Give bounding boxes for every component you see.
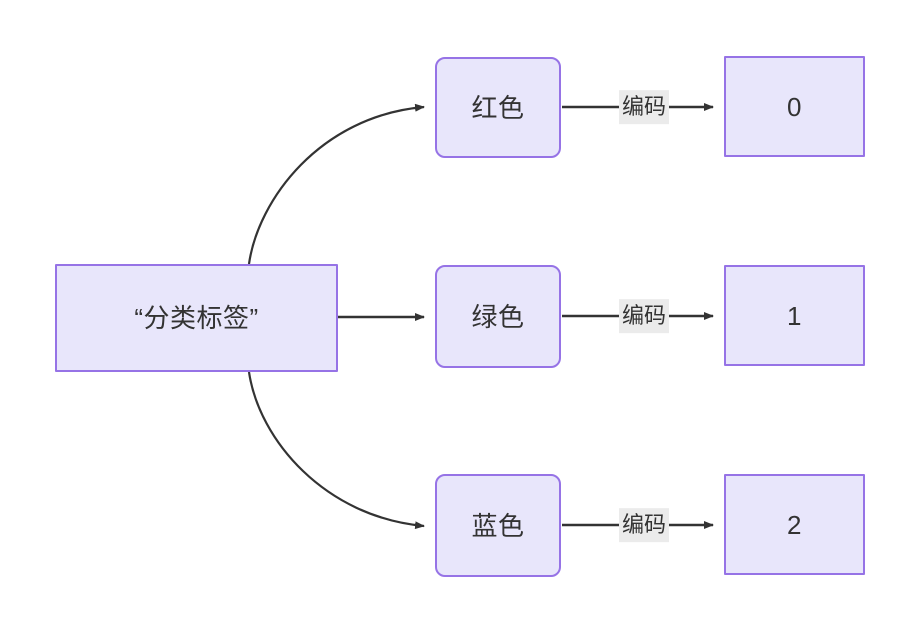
node-category-red[interactable]: 红色 xyxy=(435,57,561,158)
node-category-red-text: 红色 xyxy=(471,92,525,123)
edge-label-encode-2: 编码 xyxy=(618,508,670,542)
edge-source-to-blue xyxy=(247,371,425,530)
node-code-2-text: 2 xyxy=(787,509,802,540)
node-category-green[interactable]: 绿色 xyxy=(435,265,561,368)
node-code-2[interactable]: 2 xyxy=(724,474,865,575)
node-category-blue[interactable]: 蓝色 xyxy=(435,474,561,577)
node-source-text: “分类标签” xyxy=(134,303,259,333)
node-category-blue-text: 蓝色 xyxy=(471,510,525,541)
node-code-0[interactable]: 0 xyxy=(724,56,865,157)
node-code-0-text: 0 xyxy=(787,91,802,122)
edge-source-to-red xyxy=(247,103,425,265)
node-code-1-text: 1 xyxy=(787,300,802,331)
edge-label-encode-0: 编码 xyxy=(618,90,670,124)
node-code-1[interactable]: 1 xyxy=(724,265,865,366)
node-source-label[interactable]: “分类标签” xyxy=(55,264,338,372)
node-category-green-text: 绿色 xyxy=(471,301,525,332)
edge-label-encode-1: 编码 xyxy=(618,299,670,333)
